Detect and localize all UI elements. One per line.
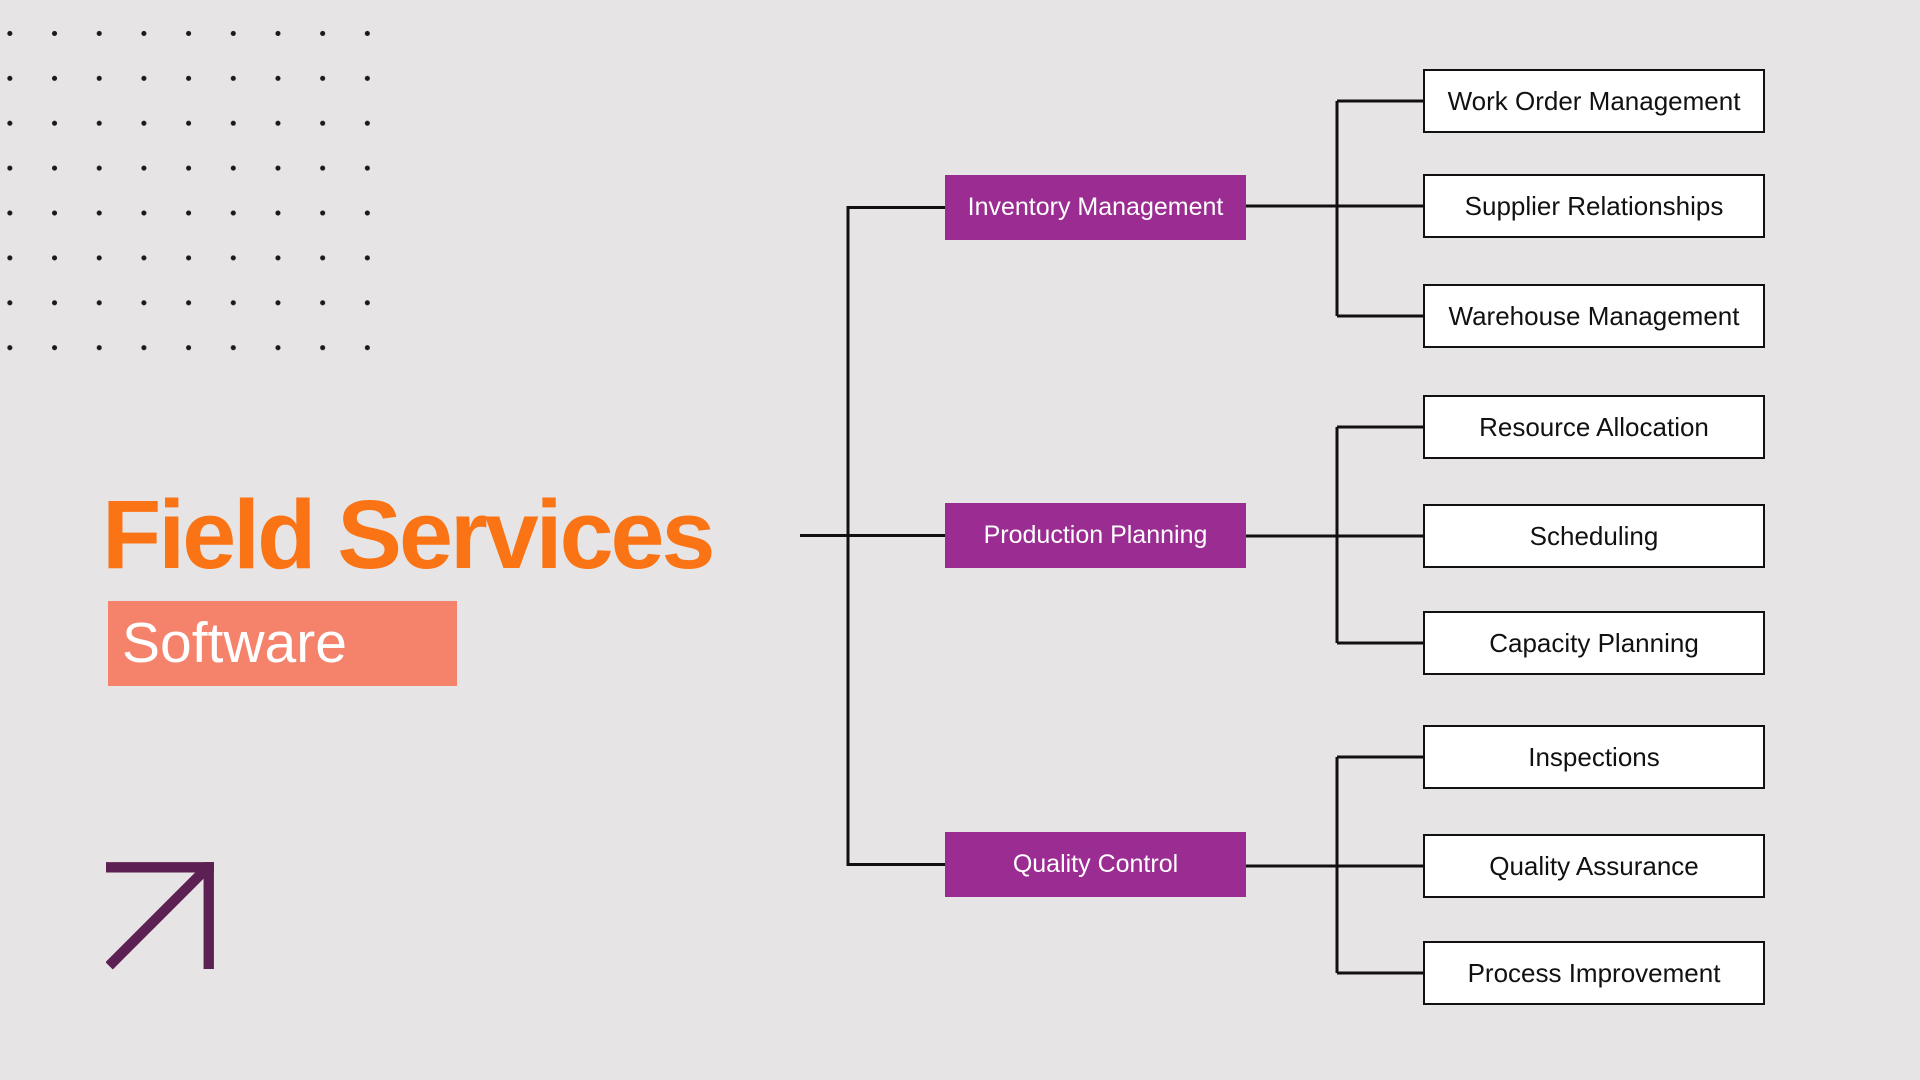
- leaf-node-resource-allocation: Resource Allocation: [1423, 395, 1765, 459]
- leaf-node-inspections: Inspections: [1423, 725, 1765, 789]
- leaf-node-warehouse-management: Warehouse Management: [1423, 284, 1765, 348]
- branch-node-inventory-management: Inventory Management: [945, 175, 1246, 240]
- branch-node-production-planning: Production Planning: [945, 503, 1246, 568]
- subtitle-badge: Software: [108, 601, 457, 686]
- dot-grid-decoration: [0, 22, 395, 367]
- arrow-up-right-icon: [106, 862, 214, 970]
- leaf-node-capacity-planning: Capacity Planning: [1423, 611, 1765, 675]
- leaf-node-work-order-management: Work Order Management: [1423, 69, 1765, 133]
- leaf-node-scheduling: Scheduling: [1423, 504, 1765, 568]
- leaf-node-process-improvement: Process Improvement: [1423, 941, 1765, 1005]
- branch-node-quality-control: Quality Control: [945, 832, 1246, 897]
- page-title: Field Services: [102, 480, 715, 589]
- leaf-node-quality-assurance: Quality Assurance: [1423, 834, 1765, 898]
- leaf-node-supplier-relationships: Supplier Relationships: [1423, 174, 1765, 238]
